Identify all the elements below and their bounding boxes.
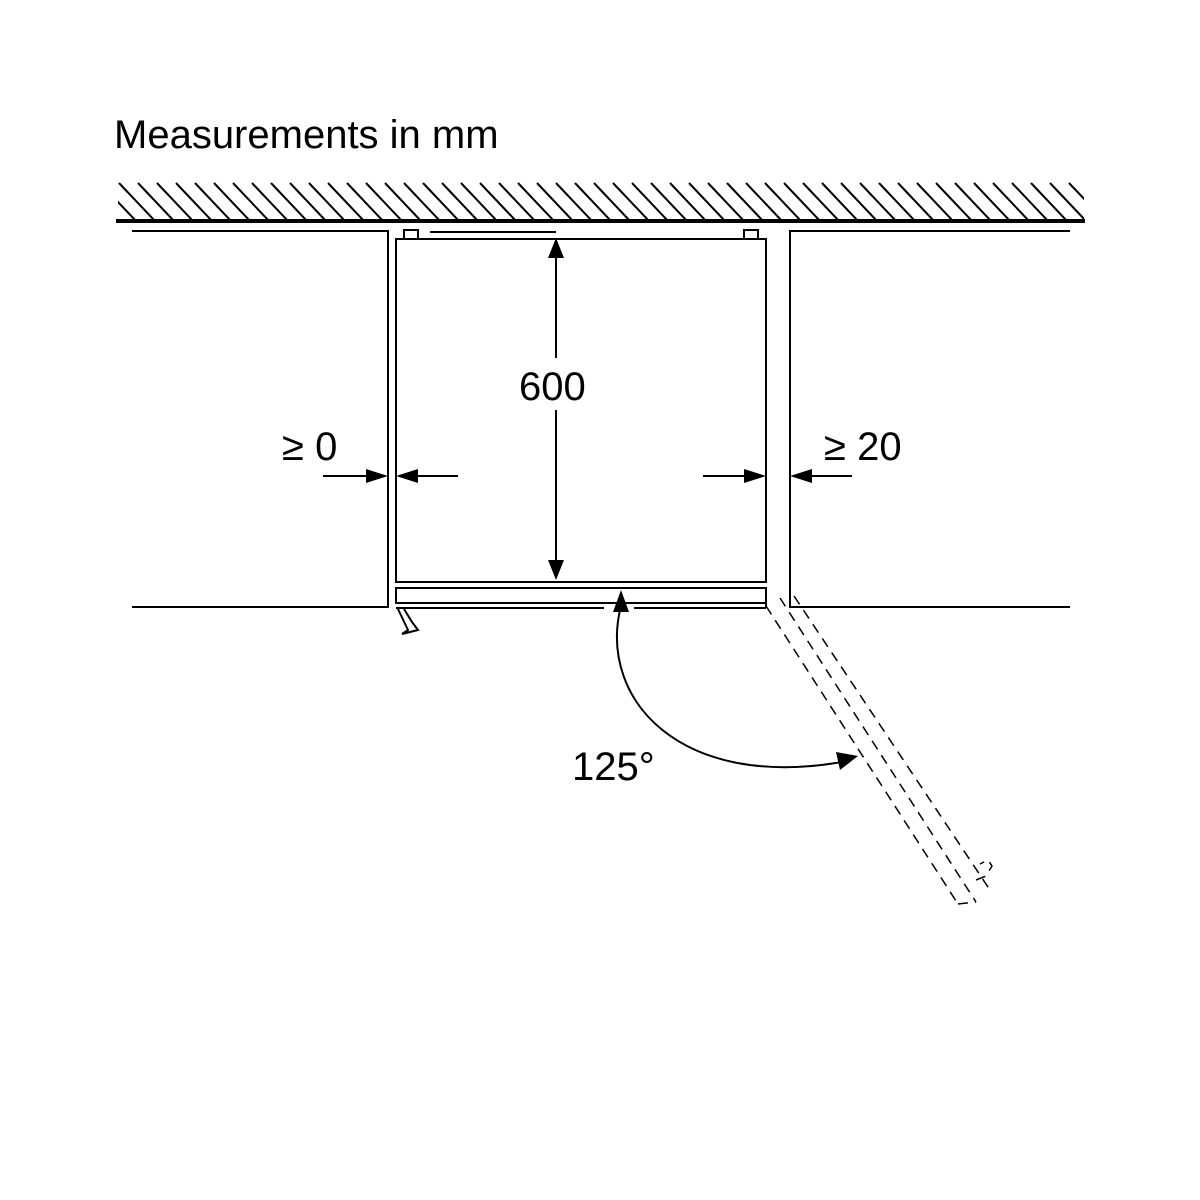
back-spacer-left (403, 229, 419, 240)
depth-label-bg (512, 358, 602, 410)
hatch-line (422, 182, 460, 220)
right-cabinet (789, 230, 1070, 608)
door-closed (395, 587, 767, 635)
diagram-title: Measurements in mm (114, 113, 499, 157)
hatch-line (441, 182, 479, 220)
hatch-line (897, 182, 935, 220)
hatch-line (1107, 183, 1143, 221)
wall-hatching (118, 182, 1143, 221)
hatch-line (973, 182, 1011, 220)
depth-arrow-top (548, 238, 564, 258)
depth-arrow-bottom (548, 560, 564, 580)
hatch-line (137, 182, 175, 220)
hatch-line (460, 182, 498, 220)
back-spacer-right (743, 229, 759, 240)
hatch-line (726, 182, 764, 220)
hatch-line (232, 182, 270, 220)
hatch-line (745, 182, 783, 220)
hatch-line (289, 182, 327, 220)
right-gap-arrow-in (744, 469, 766, 483)
hatch-line (783, 182, 821, 220)
hatch-line (327, 182, 365, 220)
hatch-line (935, 182, 973, 220)
left-gap-dimension (323, 469, 458, 483)
left-gap-arrow-in (366, 469, 388, 483)
right-gap-arrow-out (790, 469, 812, 483)
hatch-line (574, 182, 612, 220)
hatch-line (802, 182, 840, 220)
hatch-line (403, 182, 441, 220)
hatch-line (878, 182, 916, 220)
right-gap-label: ≥ 20 (824, 425, 902, 469)
hatch-line (365, 182, 403, 220)
left-cabinet (132, 230, 389, 608)
left-gap-arrow-out (396, 469, 418, 483)
hatch-line (1049, 182, 1084, 220)
door-angle-arc (613, 590, 858, 770)
hatch-line (764, 182, 802, 220)
hatch-line (213, 182, 251, 220)
hatch-line (498, 182, 536, 220)
hatch-line (384, 182, 422, 220)
hatch-line (669, 182, 707, 220)
angle-label: 125° (572, 745, 655, 789)
hatch-line (175, 182, 213, 220)
hatch-line (650, 182, 688, 220)
angle-arrow-top (613, 590, 629, 612)
hatch-line (916, 182, 954, 220)
hatch-line (118, 200, 137, 220)
hatch-line (1011, 182, 1049, 220)
hatch-line (1088, 183, 1124, 221)
hatch-line (251, 182, 289, 220)
hatch-line (631, 182, 669, 220)
hatch-line (1030, 182, 1068, 220)
left-gap-label: ≥ 0 (282, 425, 337, 469)
hatch-line (821, 182, 859, 220)
hatch-line (479, 182, 517, 220)
hatch-line (688, 182, 726, 220)
hatch-line (593, 182, 631, 220)
wall (116, 182, 1143, 223)
angle-arrow-end (836, 752, 858, 770)
hatch-line (707, 182, 745, 220)
right-gap-dimension (703, 469, 852, 483)
hatch-line (156, 182, 194, 220)
hatch-line (270, 182, 308, 220)
hatch-line (118, 182, 156, 220)
hatch-line (612, 182, 650, 220)
hatch-line (954, 182, 992, 220)
hatch-line (859, 182, 897, 220)
hatch-line (517, 182, 555, 220)
hatch-line (536, 182, 574, 220)
hatch-line (346, 182, 384, 220)
hatch-line (992, 182, 1030, 220)
door-handle (397, 608, 420, 635)
hatch-line (840, 182, 878, 220)
appliance-body (395, 229, 767, 583)
depth-label: 600 (519, 365, 586, 409)
hatch-line (194, 182, 232, 220)
hatch-line (1068, 182, 1084, 201)
door-open-dashed (765, 595, 993, 905)
hatch-line (308, 182, 346, 220)
door-handle-open (975, 859, 993, 881)
hatch-line (555, 182, 593, 220)
